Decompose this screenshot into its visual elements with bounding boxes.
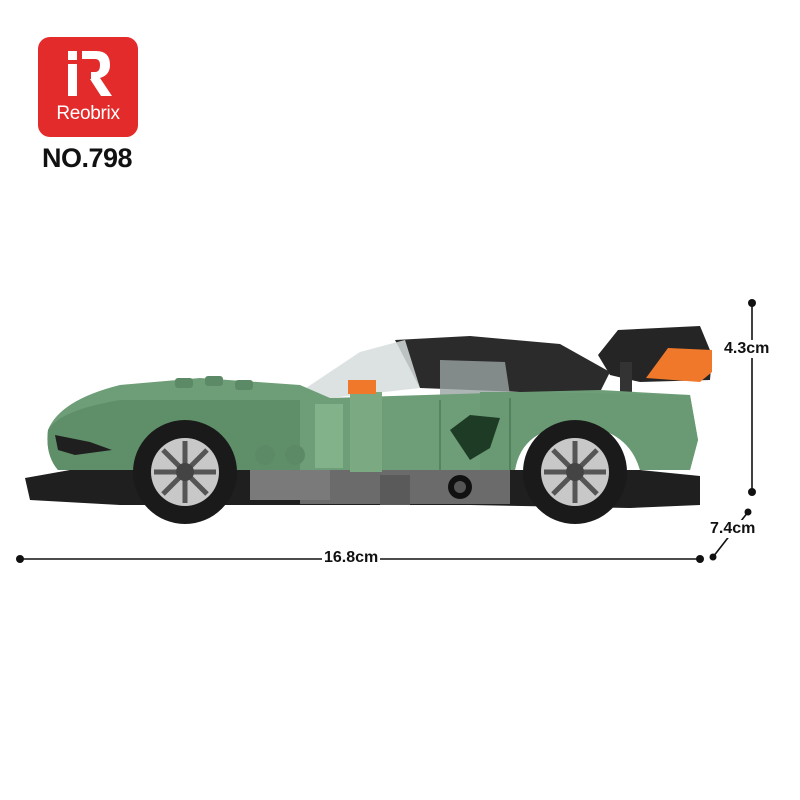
rear-wheel: [523, 420, 627, 524]
height-label: 4.3cm: [722, 340, 772, 358]
brand-logo: Reobrix: [38, 37, 138, 137]
brand-logo-mark-icon: [68, 51, 112, 96]
front-wheel: [133, 420, 237, 524]
brand-name: Reobrix: [56, 103, 120, 124]
width-label: 7.4cm: [708, 520, 758, 538]
model-number: NO.798: [42, 143, 133, 173]
length-label: 16.8cm: [322, 549, 381, 567]
